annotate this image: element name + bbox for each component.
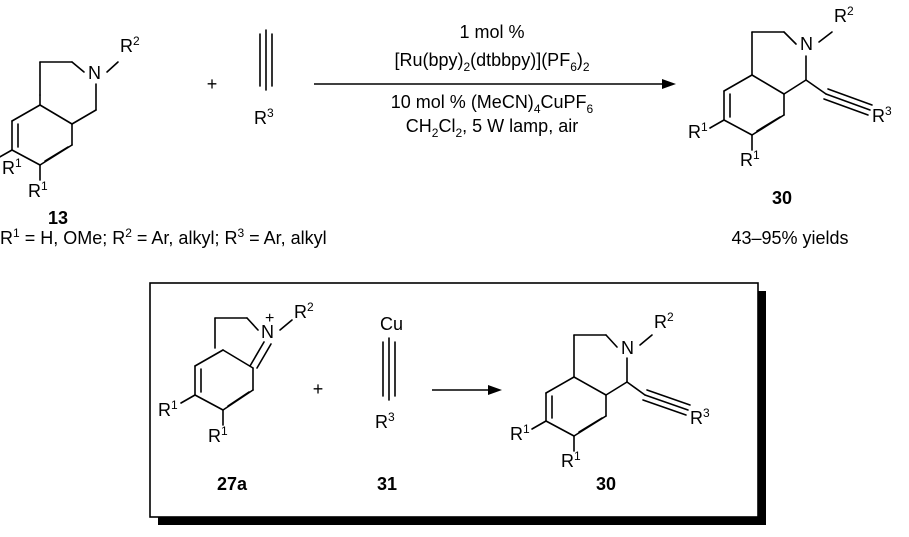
condition-line-4: CH2Cl2, 5 W lamp, air [406,116,578,140]
reactant-13-r1-left-atom: R1 [2,156,22,178]
product-30-r1-bottom-atom: R1 [740,148,760,170]
condition-line-2: [Ru(bpy)2(dtbbpy)](PF6)2 [394,50,589,74]
acetylide-31-label: 31 [377,474,397,494]
iminium-27a-structure [180,317,293,426]
substituent-definitions: R1 = H, OMe; R2 = Ar, alkyl; R3 = Ar, al… [0,226,327,248]
mechanism-product-r3-atom: R3 [690,406,710,428]
condition-line-1: 1 mol % [459,22,524,42]
iminium-r1-bottom-atom: R1 [208,424,228,446]
iminium-charge: + [265,310,274,327]
reactant-13-r2-atom: R2 [120,34,140,56]
acetylide-cu-atom: Cu [380,314,403,334]
condition-line-3: 10 mol % (MeCN)4CuPF6 [391,92,594,116]
mechanism-arrow [432,385,502,395]
product-30-structure [709,31,873,151]
top-plus-sign: + [207,74,218,94]
mechanism-product-30-label: 30 [596,474,616,494]
terminal-alkyne-structure [259,29,273,91]
iminium-27a-label: 27a [217,474,248,494]
iminium-n-atom: N [261,322,274,342]
reactant-13-r1-bottom-atom: R1 [28,179,48,201]
product-30-n-atom: N [800,34,813,54]
product-30-label: 30 [772,188,792,208]
mechanism-product-r1-bottom-atom: R1 [561,449,581,471]
acetylide-r3-atom: R3 [375,410,395,432]
reactant-13-label: 13 [48,208,68,228]
mechanism-product-n-atom: N [621,338,634,358]
mechanism-product-30-structure [531,334,691,452]
mechanism-product-r1-left-atom: R1 [510,422,530,444]
product-30-r1-left-atom: R1 [688,120,708,142]
reactant-13-structure [0,61,119,181]
product-30-r3-atom: R3 [872,104,892,126]
iminium-r1-left-atom: R1 [158,398,178,420]
reactant-13-n-atom: N [88,63,101,83]
reaction-arrow [314,79,676,89]
alkyne-r3-atom: R3 [254,106,274,128]
product-yield-text: 43–95% yields [731,228,848,248]
product-30-r2-atom: R2 [834,4,854,26]
copper-acetylide-structure [382,337,396,401]
iminium-r2-atom: R2 [294,300,314,322]
mechanism-plus-sign: + [313,379,324,399]
mechanism-product-r2-atom: R2 [654,310,674,332]
